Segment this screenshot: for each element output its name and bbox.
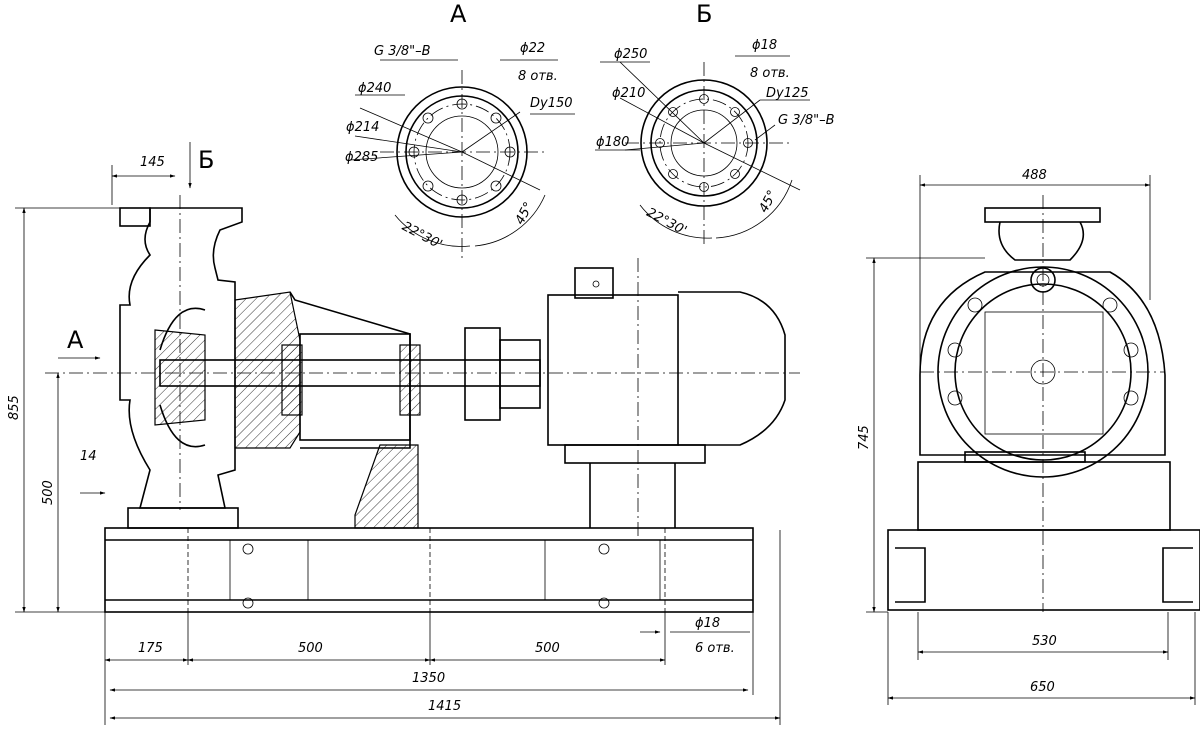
dim-500-vertical: 500 — [41, 480, 56, 505]
flange-b-hole-dia: ϕ18 — [752, 38, 777, 53]
flange-b-view — [595, 55, 810, 245]
dim-530: 530 — [1032, 634, 1057, 649]
dim-175: 175 — [138, 641, 163, 656]
flange-b-holes: 8 отв. — [750, 66, 790, 81]
flange-a-d285: ϕ285 — [345, 150, 378, 165]
side-view — [45, 195, 800, 613]
dim-745: 745 — [857, 425, 872, 450]
dim-650: 650 — [1030, 680, 1055, 695]
side-dimensions — [15, 165, 781, 725]
flange-b-d250: ϕ250 — [614, 47, 647, 62]
flange-a-dn: Dy150 — [530, 96, 573, 111]
flange-a-d240: ϕ240 — [358, 81, 391, 96]
dim-14: 14 — [80, 449, 97, 464]
flange-a-view — [349, 59, 575, 258]
base-hole-dia: ϕ18 — [695, 616, 720, 631]
flange-b-thread: G 3/8"–B — [778, 113, 835, 128]
dim-500-b: 500 — [535, 641, 560, 656]
flange-a-thread: G 3/8"–B — [374, 44, 431, 59]
view-label-a: А — [450, 0, 467, 28]
flange-a-angle1: 22°30' — [399, 219, 444, 253]
view-label-b: Б — [696, 0, 712, 28]
flange-b-dn: Dy125 — [766, 86, 809, 101]
flange-b-angle2: 45° — [756, 188, 780, 215]
dim-1350: 1350 — [412, 671, 445, 686]
base-holes: 6 отв. — [695, 641, 735, 656]
flange-a-angle2: 45° — [513, 200, 537, 227]
dim-855: 855 — [7, 395, 22, 420]
flange-b-d180: ϕ180 — [596, 135, 629, 150]
dim-145: 145 — [140, 155, 165, 170]
end-dimensions — [866, 175, 1196, 705]
section-marker-b: Б — [198, 146, 214, 174]
flange-a-holes: 8 отв. — [518, 69, 558, 84]
dim-500-a: 500 — [298, 641, 323, 656]
dim-488: 488 — [1022, 168, 1047, 183]
flange-b-d210: ϕ210 — [612, 86, 645, 101]
section-marker-a: А — [67, 326, 84, 354]
end-view — [887, 195, 1200, 612]
dim-1415: 1415 — [428, 699, 461, 714]
flange-b-angle1: 22°30' — [644, 205, 689, 239]
flange-a-hole-dia: ϕ22 — [520, 41, 545, 56]
flange-a-d214: ϕ214 — [346, 120, 379, 135]
